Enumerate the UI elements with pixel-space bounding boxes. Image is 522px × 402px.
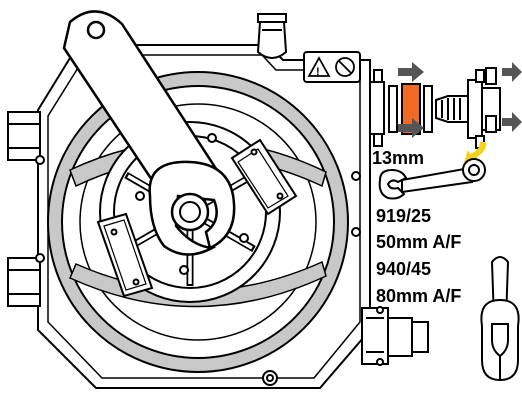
- clamp-block-right: [230, 138, 298, 216]
- rotation-arrow: [464, 142, 487, 162]
- label-part-940-45: 940/45: [376, 259, 431, 279]
- left-hinge-lower: [7, 253, 45, 307]
- label-part-919-25: 919/25: [376, 206, 431, 226]
- large-spanner: [62, 10, 236, 256]
- left-hinge-upper: [7, 111, 45, 165]
- filler-cap: [256, 13, 288, 59]
- warning-plate: !: [303, 51, 361, 83]
- no-access-icon: [335, 57, 355, 77]
- clamp-block-left: [96, 212, 154, 298]
- open-spanner: [480, 256, 520, 382]
- svg-text:!: !: [316, 66, 320, 78]
- drain-bolt: [262, 370, 278, 386]
- label-50mm-af: 50mm A/F: [376, 232, 461, 252]
- label-80mm-af: 80mm A/F: [376, 286, 461, 306]
- label-13mm: 13mm: [372, 148, 424, 168]
- warning-triangle-icon: !: [307, 56, 331, 78]
- right-port: [351, 69, 385, 237]
- direction-arrows: [398, 62, 522, 138]
- small-spanner: [378, 158, 486, 200]
- exploded-fitting: [388, 67, 501, 149]
- bottom-valve: [361, 306, 429, 366]
